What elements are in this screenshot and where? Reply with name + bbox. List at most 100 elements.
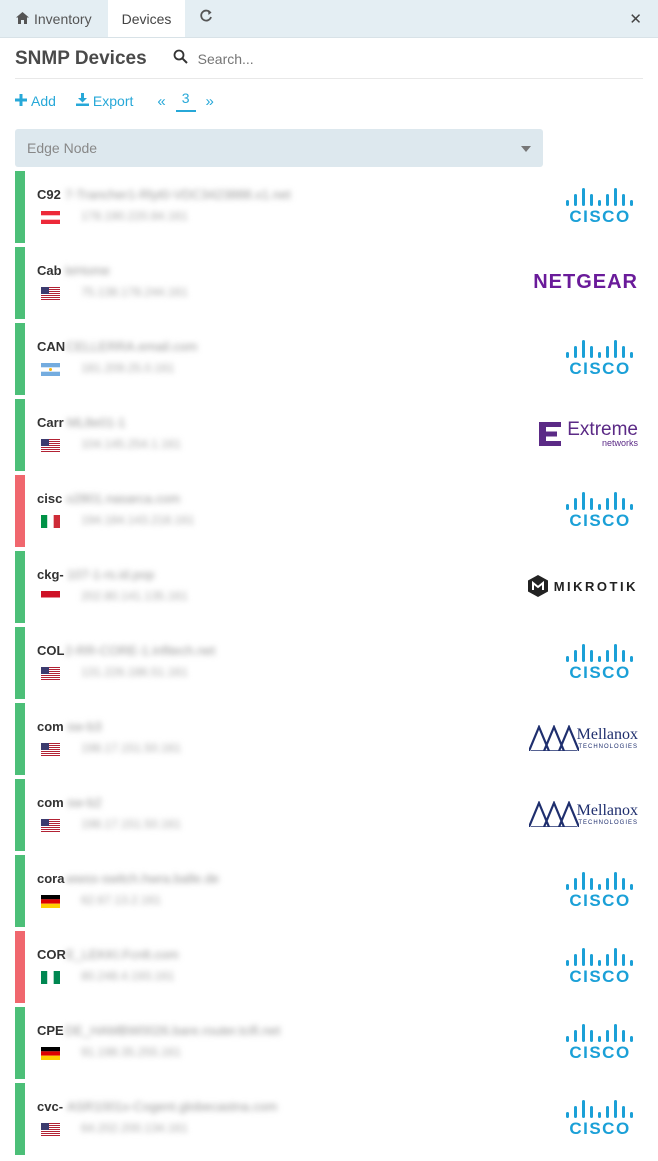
device-name: COL <box>37 643 65 658</box>
device-ip-redacted: 202.80.141.135.161 <box>81 589 188 603</box>
device-name: ckg- <box>37 567 64 582</box>
extreme-logo-subtext: networks <box>601 438 638 448</box>
header-divider <box>15 78 643 79</box>
device-name-redacted: sw-b2 <box>67 795 102 810</box>
tab-inventory[interactable]: Inventory <box>0 0 108 37</box>
netgear-logo-text: NETGEAR <box>533 270 638 293</box>
cisco-logo-text: CISCO <box>569 1043 631 1062</box>
device-list: C92 7-Trancher1-Rlyt0-VDC3423888.x1.net 17… <box>15 171 643 1159</box>
usa-flag-icon <box>41 287 60 300</box>
chevron-down-icon <box>521 146 531 152</box>
cisco-logo: CISCO <box>518 867 638 913</box>
italy-flag-icon <box>41 515 60 528</box>
current-page[interactable]: 3 <box>175 90 196 112</box>
cisco-logo-text: CISCO <box>569 359 631 378</box>
toolbar: Add Export « 3 » <box>0 80 658 122</box>
device-name-redacted: 7-Trancher1-Rlyt0-VDC3423888.x1.net <box>65 187 291 202</box>
plus-icon <box>15 93 27 109</box>
cisco-logo: CISCO <box>518 487 638 533</box>
device-ip-redacted: 104.145.254.1.161 <box>81 437 182 451</box>
device-name: C92 <box>37 187 61 202</box>
cisco-logo-text: CISCO <box>569 967 631 986</box>
usa-flag-icon <box>41 439 60 452</box>
cisco-logo-text: CISCO <box>569 663 631 682</box>
next-page-button[interactable]: » <box>205 92 214 110</box>
device-ip-redacted: 198.17.151.50.161 <box>81 817 182 831</box>
cisco-logo-text: CISCO <box>569 891 631 910</box>
device-type-value: Edge Node <box>27 140 98 156</box>
device-name: cvc- <box>37 1099 64 1114</box>
refresh-icon <box>199 9 213 28</box>
extreme-logo-text: Extreme <box>567 419 638 440</box>
device-row[interactable]: C92 7-Trancher1-Rlyt0-VDC3423888.x1.net 17… <box>15 171 643 243</box>
nigeria-flag-icon <box>41 971 60 984</box>
mellanox-logo-subtext: TECHNOLOGIES <box>578 820 638 826</box>
netgear-logo: NETGEAR <box>518 259 638 305</box>
export-button[interactable]: Export <box>75 93 133 109</box>
mikrotik-logo-text: MIKROTIK <box>553 578 638 594</box>
search-input[interactable] <box>197 51 498 67</box>
usa-flag-icon <box>41 743 60 756</box>
close-icon[interactable]: ✕ <box>629 11 642 28</box>
tab-inventory-label: Inventory <box>34 10 92 27</box>
usa-flag-icon <box>41 1123 60 1136</box>
device-name-redacted: E_LEKKI.Fcnlt.com <box>66 947 179 962</box>
device-name-redacted: wwss-switch.hwra.balle.de <box>66 871 220 886</box>
device-ip-redacted: 181.209.25.0.161 <box>81 361 175 375</box>
tab-devices[interactable]: Devices <box>107 0 186 37</box>
device-ip-redacted: 178.190.220.84.161 <box>81 209 188 223</box>
device-ip-redacted: 198.17.151.50.161 <box>81 741 182 755</box>
device-ip-redacted: 75.138.178.244.161 <box>81 285 188 299</box>
header: SNMP Devices <box>0 38 658 80</box>
device-name-redacted: ASR1001x-Cogent.globecastna.com <box>67 1099 278 1114</box>
cisco-logo: CISCO <box>518 335 638 381</box>
device-name-redacted: 107-1-rs.id.pop <box>67 567 155 582</box>
device-name-redacted: o2801.nasarca.com <box>66 491 181 506</box>
device-ip-redacted: 91.198.35.255.161 <box>81 1045 182 1059</box>
germany-flag-icon <box>41 1047 60 1060</box>
add-button[interactable]: Add <box>15 93 56 109</box>
device-ip-redacted: 194.184.143.218.161 <box>81 513 195 527</box>
germany-flag-icon <box>41 895 60 908</box>
tab-bar: Inventory Devices ✕ <box>0 0 658 38</box>
mellanox-logo-text: Mellanox <box>576 802 638 819</box>
device-ip-redacted: 131.226.186.51.161 <box>81 665 188 679</box>
device-name-redacted: sw-b3 <box>67 719 102 734</box>
device-name: cisc <box>37 491 63 506</box>
device-type-select[interactable]: Edge Node <box>15 129 543 167</box>
prev-page-button[interactable]: « <box>157 92 166 110</box>
indonesia-flag-icon <box>41 591 60 604</box>
download-icon <box>75 93 89 109</box>
device-name: CPE <box>37 1023 64 1038</box>
device-name-redacted: DE_HAMBW0026.bare.router.tcifi.net <box>65 1023 281 1038</box>
add-label: Add <box>31 93 56 109</box>
argentina-flag-icon <box>41 363 60 376</box>
usa-flag-icon <box>41 819 60 832</box>
device-name-redacted: 2-RR-CORE-1.infitech.net <box>65 643 216 658</box>
device-name: CAN <box>37 339 66 354</box>
refresh-button[interactable] <box>185 0 227 37</box>
device-name: cora <box>37 871 65 886</box>
device-name: COR <box>37 947 66 962</box>
pagination: « 3 » <box>157 90 214 112</box>
mellanox-logo-subtext: TECHNOLOGIES <box>578 744 638 750</box>
cisco-logo: CISCO <box>518 1019 638 1065</box>
device-row[interactable]: ckg-107-1-rs.id.pop 202.80.141.135.161 MIK… <box>15 551 643 623</box>
page-title: SNMP Devices <box>15 48 147 69</box>
mellanox-logo-text: Mellanox <box>576 726 638 743</box>
search-icon <box>173 49 188 69</box>
